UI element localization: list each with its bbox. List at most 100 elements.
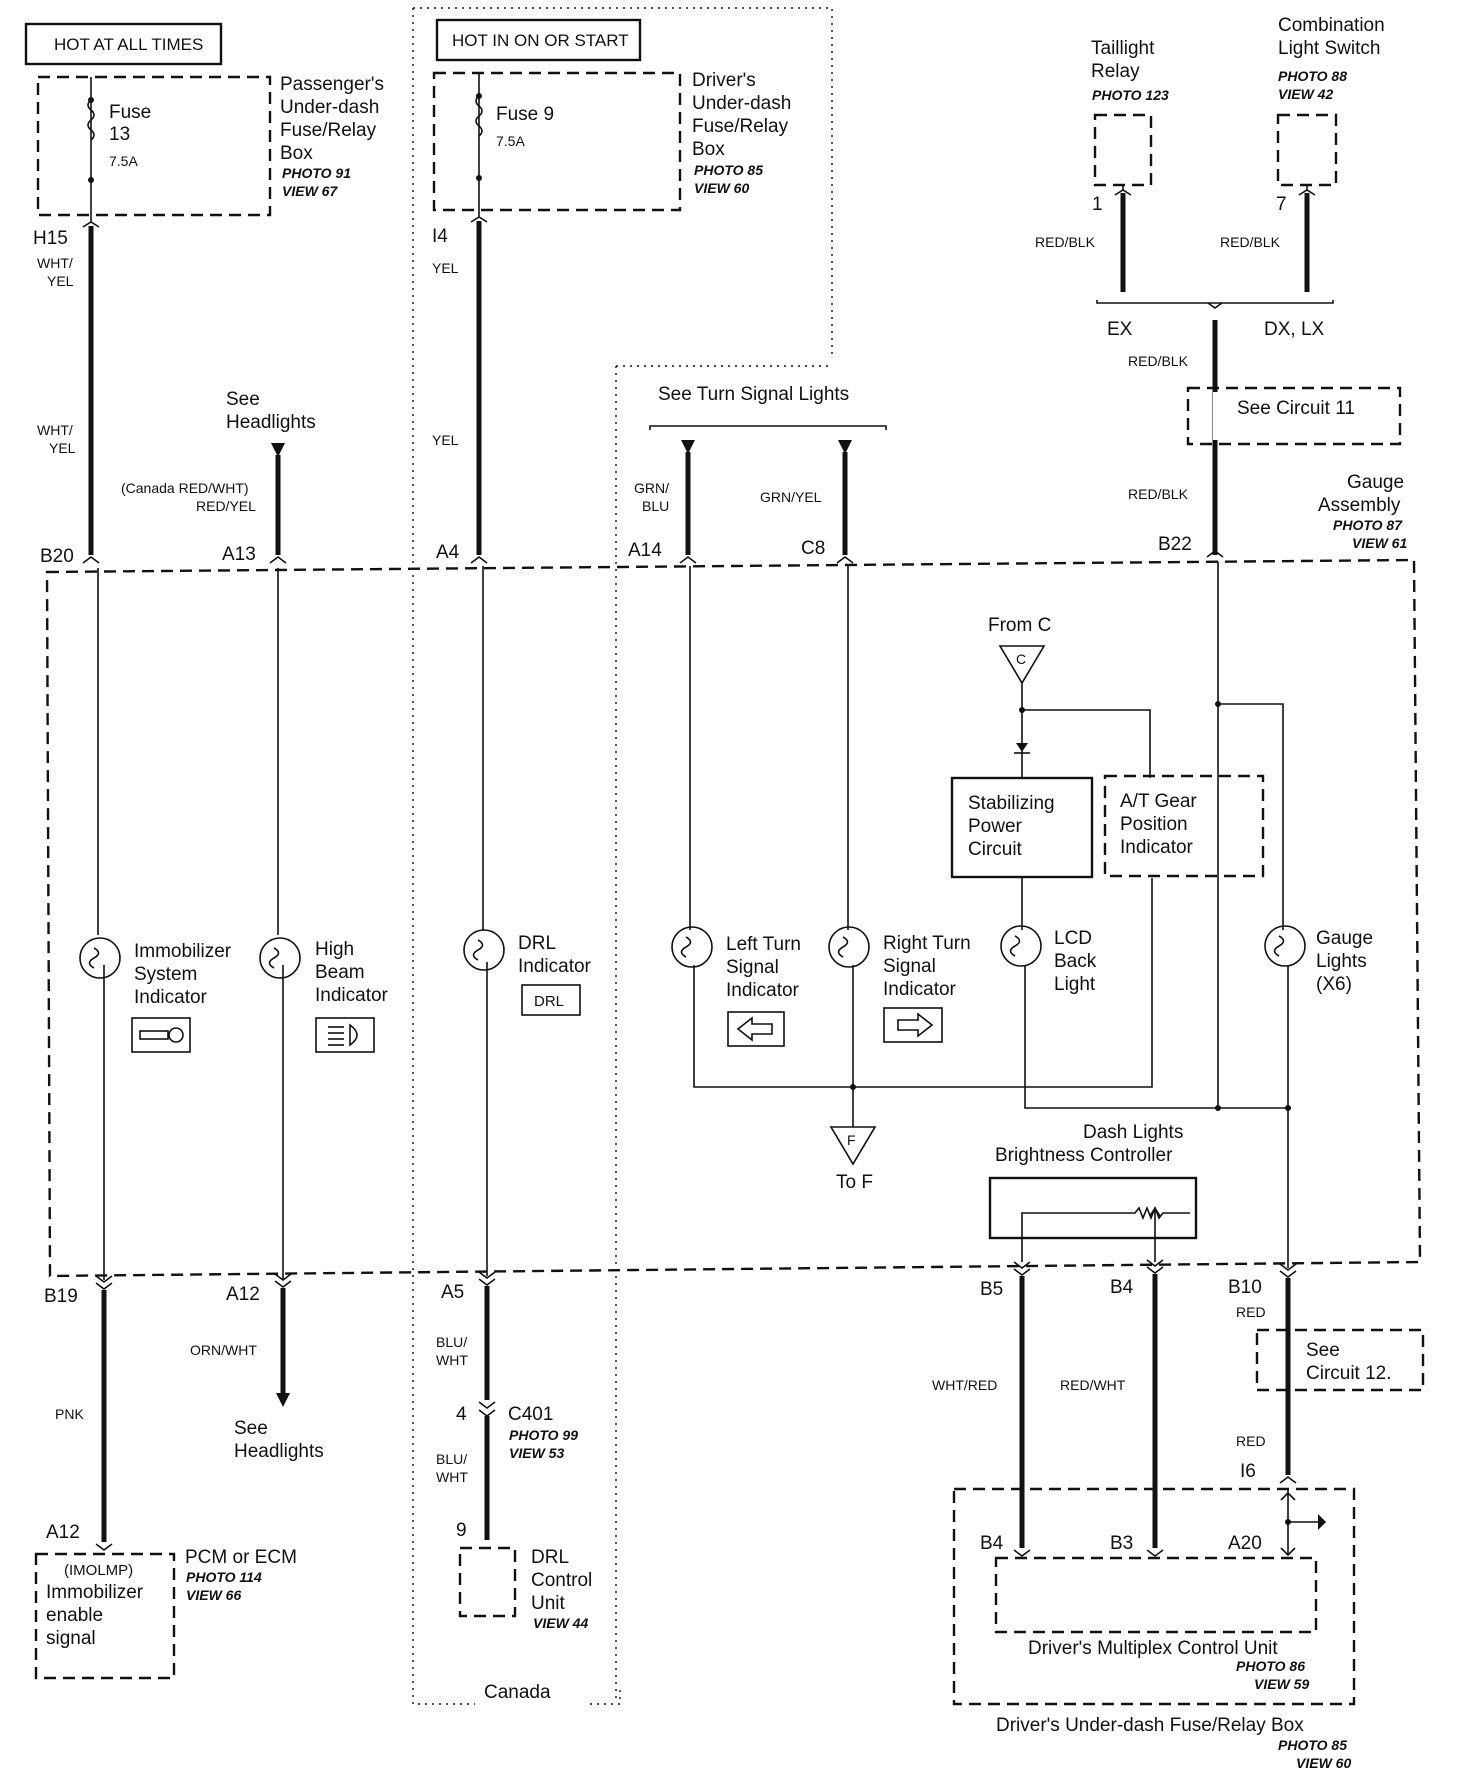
driver-box-bottom-view: VIEW 60 <box>1296 1755 1351 1771</box>
at-gear-2: Position <box>1120 814 1188 835</box>
conn-a12: A12 <box>226 1284 260 1305</box>
mcu-pin-b4: B4 <box>980 1533 1004 1554</box>
driver-under-dash-box-bottom <box>952 1487 1356 1706</box>
gauge-assembly-name-2: Assembly <box>1318 495 1401 516</box>
see-headlights-bottom-2: Headlights <box>234 1441 324 1462</box>
taillight-relay-photo: PHOTO 123 <box>1092 87 1169 103</box>
see-headlights-top-2: Headlights <box>226 412 316 433</box>
dash-controller-label-1: Dash Lights <box>1083 1122 1183 1143</box>
conn-h15: H15 <box>33 228 68 249</box>
c401-view: VIEW 53 <box>509 1445 564 1461</box>
at-gear-position-indicator <box>1103 774 1265 878</box>
gauge-assembly-view: VIEW 61 <box>1352 535 1407 551</box>
high-beam-bulb-icon <box>259 937 301 979</box>
conn-i4: I4 <box>432 226 448 247</box>
wire-label-red-blk-4: RED/BLK <box>1128 486 1189 502</box>
drl-label-2: Indicator <box>518 956 592 977</box>
drl-unit-name-1: DRL <box>531 1547 569 1568</box>
see-turn-signal-lights: See Turn Signal Lights <box>658 384 849 405</box>
passenger-box-view: VIEW 67 <box>282 183 338 199</box>
passenger-fuse-box <box>36 75 272 217</box>
right-turn-label-2: Signal <box>883 956 936 977</box>
high-beam-label-2: Beam <box>315 962 365 983</box>
lcd-bulb-icon <box>1000 925 1042 967</box>
wire-label-wht-yel-2b: YEL <box>49 440 76 456</box>
immobilizer-label-3: Indicator <box>134 987 208 1008</box>
fuse-9-amps: 7.5A <box>496 133 525 149</box>
gauge-assembly-box <box>45 558 1422 1278</box>
c401-photo: PHOTO 99 <box>509 1427 578 1443</box>
wire-label-blu-wht-1b: WHT <box>436 1352 468 1368</box>
wire-label-red-blk-2: RED/BLK <box>1220 234 1281 250</box>
mcu-name: Driver's Multiplex Control Unit <box>1028 1638 1278 1659</box>
headlights-bottom-arrow <box>276 1393 290 1407</box>
to-f-letter: F <box>847 1132 856 1148</box>
wire-label-pnk: PNK <box>55 1406 84 1422</box>
wire-label-red-1: RED <box>1236 1304 1266 1320</box>
hot-at-all-times-box <box>24 22 223 66</box>
drl-unit-name-2: Control <box>531 1570 592 1591</box>
wire-label-wht-red: WHT/RED <box>932 1377 997 1393</box>
driver-box-view: VIEW 60 <box>694 180 749 196</box>
mcu-pin-b3: B3 <box>1110 1533 1133 1554</box>
fuse-13-number: 13 <box>109 124 130 145</box>
left-arrow-icon <box>727 1011 785 1047</box>
c401-name: C401 <box>508 1404 553 1425</box>
combination-switch-box <box>1276 113 1338 187</box>
circuit-12-label-2: Circuit 12. <box>1306 1363 1392 1384</box>
driver-box-bottom-name: Driver's Under-dash Fuse/Relay Box <box>996 1715 1304 1736</box>
conn-i6: I6 <box>1240 1461 1256 1482</box>
wire-label-red-blk-1: RED/BLK <box>1035 234 1096 250</box>
mcu-view: VIEW 59 <box>1254 1676 1309 1692</box>
stabilizing-3: Circuit <box>968 839 1023 860</box>
pcm-signal-4: signal <box>46 1628 96 1649</box>
wire-label-wht-yel-1b: YEL <box>47 273 74 289</box>
stabilizing-power-circuit <box>950 776 1094 879</box>
high-beam-label-1: High <box>315 939 354 960</box>
combination-switch-pin: 7 <box>1276 194 1287 215</box>
driver-box-name-4: Box <box>692 139 725 160</box>
headlights-top-arrow <box>271 443 285 457</box>
wire-label-grn-blu-a: GRN/ <box>634 480 669 496</box>
conn-a4: A4 <box>436 542 460 563</box>
gauge-lights-label-2: Lights <box>1316 951 1367 972</box>
hot-in-on-start-box <box>435 18 642 62</box>
wire-label-red-blk-3: RED/BLK <box>1128 353 1189 369</box>
canada-region-left <box>412 8 475 1705</box>
wire-label-blu-wht-1a: BLU/ <box>436 1334 467 1350</box>
wire-label-yel-1: YEL <box>432 260 459 276</box>
canada-label: Canada <box>484 1682 551 1703</box>
trim-bracket <box>1096 300 1334 304</box>
driver-box-bottom-photo: PHOTO 85 <box>1278 1737 1347 1753</box>
dash-brightness-controller <box>988 1176 1198 1240</box>
fuse-13-amps: 7.5A <box>109 153 138 169</box>
passenger-box-name-1: Passenger's <box>280 74 384 95</box>
high-beam-label-3: Indicator <box>315 985 389 1006</box>
combination-switch-name-1: Combination <box>1278 15 1385 36</box>
wire-label-red-wht: RED/WHT <box>1060 1377 1126 1393</box>
driver-box-name-2: Under-dash <box>692 93 791 114</box>
trim-dx-lx: DX, LX <box>1264 319 1325 340</box>
canada-region-bottom <box>590 1688 621 1705</box>
conn-b22: B22 <box>1158 534 1192 555</box>
gauge-lights-bulb-icon <box>1264 925 1306 967</box>
multiplex-control-unit <box>994 1556 1318 1634</box>
lcd-label-3: Light <box>1054 974 1096 995</box>
wire-label-canada-red-wht: (Canada RED/WHT) <box>121 480 249 496</box>
wire-label-orn-wht: ORN/WHT <box>190 1342 257 1358</box>
see-headlights-top-1: See <box>226 389 260 410</box>
conn-b20: B20 <box>40 546 74 567</box>
fuse-9-symbol <box>475 95 483 137</box>
stabilizing-1: Stabilizing <box>968 793 1055 814</box>
right-arrow-icon <box>883 1007 943 1043</box>
trim-ex: EX <box>1107 319 1133 340</box>
canada-region-top <box>413 7 833 356</box>
pcm-view: VIEW 66 <box>186 1587 241 1603</box>
driver-fuse-box <box>432 71 682 212</box>
driver-box-name-3: Fuse/Relay <box>692 116 789 137</box>
combination-switch-view: VIEW 42 <box>1278 86 1333 102</box>
driver-box-name-1: Driver's <box>692 70 756 91</box>
conn-a13: A13 <box>222 544 256 565</box>
pcm-photo: PHOTO 114 <box>186 1569 262 1585</box>
